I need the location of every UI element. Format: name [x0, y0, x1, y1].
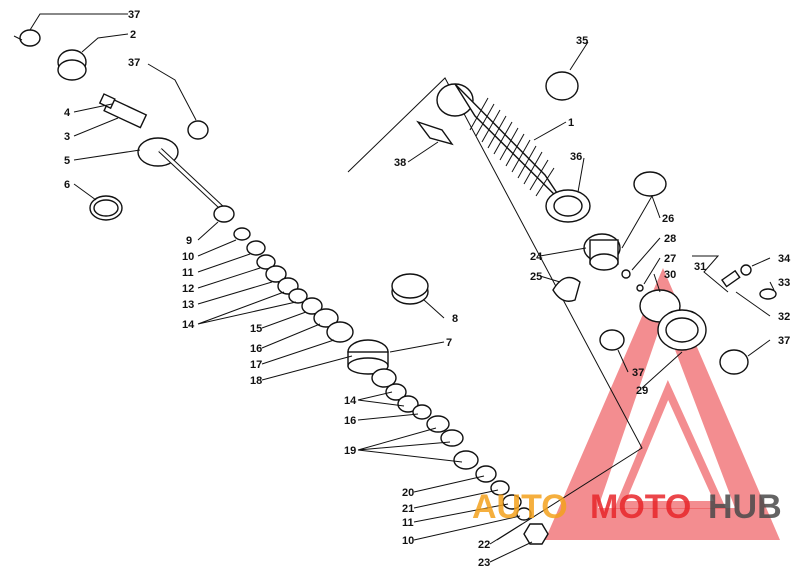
label-21: 21 [402, 503, 414, 515]
watermark-wordmark: AUTO MOTO HUB [472, 488, 782, 526]
clip-25 [552, 276, 581, 302]
ball-28 [621, 269, 631, 279]
label-32: 32 [778, 311, 790, 323]
part-labels: 37 2 37 4 3 5 6 9 10 11 12 13 14 15 16 1… [64, 9, 791, 569]
label-15: 15 [250, 323, 262, 335]
label-10: 10 [182, 251, 194, 263]
o-ring-26 [633, 171, 667, 197]
label-31: 31 [694, 261, 706, 273]
label-11: 11 [402, 517, 414, 529]
valve-32 [721, 269, 741, 288]
label-37: 37 [632, 367, 644, 379]
label-16: 16 [250, 343, 262, 355]
leader-lines [29, 13, 775, 563]
cap-34 [740, 264, 752, 276]
label-8: 8 [452, 313, 458, 325]
ring-35 [545, 71, 579, 101]
label-6: 6 [64, 179, 70, 191]
bushing-37-left [599, 329, 625, 351]
shim-stack-lower [371, 368, 549, 545]
label-20: 20 [402, 487, 414, 499]
label-24: 24 [530, 251, 543, 263]
label-29: 29 [636, 385, 648, 397]
o-ring-33 [759, 288, 777, 300]
subassembly-outline [347, 77, 643, 541]
watermark-moto: MOTO [590, 488, 691, 526]
label-12: 12 [182, 283, 194, 295]
label-26: 26 [662, 213, 674, 225]
label-18: 18 [250, 375, 262, 387]
label-14: 14 [182, 319, 195, 331]
label-13: 13 [182, 299, 194, 311]
nut-23 [523, 523, 549, 545]
bushing-37-mid [187, 120, 209, 140]
label-34: 34 [778, 253, 791, 265]
watermark-hub: HUB [708, 488, 782, 526]
label-10: 10 [402, 535, 414, 547]
decal-38 [416, 120, 454, 146]
label-19: 19 [344, 445, 356, 457]
label-36: 36 [570, 151, 582, 163]
bushing-37-right [719, 349, 749, 375]
shock-body-1 [416, 83, 566, 206]
label-37: 37 [778, 335, 790, 347]
label-37: 37 [128, 9, 140, 21]
label-1: 1 [568, 117, 574, 129]
spring-27 [636, 284, 644, 292]
label-9: 9 [186, 235, 192, 247]
watermark-auto: AUTO [472, 488, 568, 526]
shaft-assembly [13, 29, 224, 221]
label-23: 23 [478, 557, 490, 569]
shim-stack-upper [213, 205, 354, 343]
label-25: 25 [530, 271, 542, 283]
label-5: 5 [64, 155, 70, 167]
label-22: 22 [478, 539, 490, 551]
label-2: 2 [130, 29, 136, 41]
label-33: 33 [778, 277, 790, 289]
bushing-37-top [19, 29, 41, 47]
label-38: 38 [394, 157, 406, 169]
label-7: 7 [446, 337, 452, 349]
label-4: 4 [64, 107, 71, 119]
label-30: 30 [664, 269, 676, 281]
label-28: 28 [664, 233, 676, 245]
label-14: 14 [344, 395, 357, 407]
label-11: 11 [182, 267, 194, 279]
label-35: 35 [576, 35, 588, 47]
label-3: 3 [64, 131, 70, 143]
label-37: 37 [128, 57, 140, 69]
label-27: 27 [664, 253, 676, 265]
label-16: 16 [344, 415, 356, 427]
label-17: 17 [250, 359, 262, 371]
